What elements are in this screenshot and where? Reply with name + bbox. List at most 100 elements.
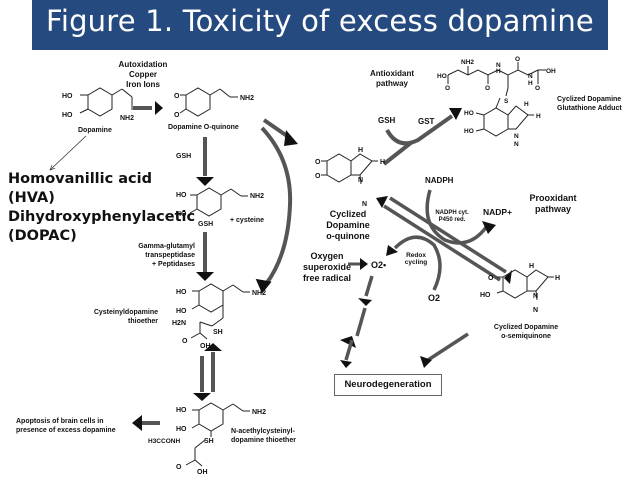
dopamine-nh2: NH2: [120, 115, 134, 122]
adduct-ho-3: HO: [464, 128, 474, 135]
superoxide-label-1: Oxygen: [310, 251, 343, 261]
dopamine-ho-2: HO: [62, 112, 73, 119]
quinone-o-2: O: [174, 112, 180, 119]
adduct-o-2: O: [485, 85, 490, 92]
sq-o: O: [488, 275, 494, 282]
antioxidant-arrow: [382, 108, 462, 166]
gsh-adduct-structure: [189, 187, 248, 217]
cyclized-quinone-structure: [321, 153, 378, 185]
enzyme-arrow: [196, 232, 214, 281]
condition-iron: Iron Ions: [126, 80, 160, 89]
quinone-label: Dopamine O-quinone: [168, 124, 239, 131]
cq-label-3: o-quinone: [326, 231, 370, 241]
enzyme-transpeptidase: transpeptidase: [145, 252, 195, 259]
n-acetyl-ho-1: HO: [176, 407, 187, 414]
gst-label: GST: [418, 117, 435, 126]
adduct-h-2: H: [528, 80, 533, 87]
n-acetyl-nh2: NH2: [252, 409, 266, 416]
cysteinyl-h2n: H2N: [172, 320, 186, 327]
metabolite-hva: Homovanillic acid: [8, 171, 152, 187]
o2-label: O2: [428, 293, 440, 303]
redox-cycle-arrow: [386, 235, 442, 291]
n-acetyl-oh: OH: [197, 469, 208, 476]
nadph-label: NADPH: [425, 176, 454, 185]
quinone-nh2: NH2: [240, 95, 254, 102]
adduct-label-2: Glutathione Adduct: [557, 105, 622, 112]
cq-label-1: Cyclized: [330, 209, 367, 219]
cysteinyl-nh2: NH2: [252, 290, 266, 297]
prooxidant-label-1: Prooxidant: [529, 193, 576, 203]
cysteinyl-label-1: Cysteinyldopamine: [94, 309, 158, 316]
adduct-label-1: Cyclized Dopamine: [557, 96, 621, 103]
adduct-h-1: H: [496, 68, 501, 75]
redox-double-arrows: [376, 196, 512, 284]
gsh-adduct-gsh: GSH: [198, 221, 213, 228]
glutathione-adduct-structure: [447, 62, 546, 137]
sq-ho: HO: [480, 292, 491, 299]
gsh-adduct-nh2: NH2: [250, 193, 264, 200]
gsh-label: GSH: [378, 116, 396, 125]
superoxide-label-2: superoxide: [303, 262, 351, 272]
oxidation-arrow: [133, 101, 163, 115]
condition-autoxidation: Autoxidation: [119, 60, 168, 69]
cq-h-2: H: [380, 159, 385, 166]
enzyme-label-2: P450 red.: [439, 217, 466, 223]
adduct-o-4: O: [535, 85, 540, 92]
cq-n-2: N: [362, 201, 367, 208]
prooxidant-label-2: pathway: [535, 204, 571, 214]
redox-label-2: cycling: [405, 259, 427, 266]
superoxide-arrow: [348, 258, 368, 270]
apoptosis-label-1: Apoptosis of brain cells in: [16, 418, 104, 425]
n-acetyl-o: O: [176, 464, 182, 471]
cq-h-1: H: [358, 147, 363, 154]
enzyme-label-1: NADPH cyt.: [435, 210, 469, 216]
sq-label-2: o-semiquinone: [501, 333, 551, 340]
n-acetyl-ho-2: HO: [176, 426, 187, 433]
adduct-n-3: N: [514, 133, 519, 140]
metabolite-dopac: Dihydroxyphenylacetic: [8, 209, 195, 225]
reversible-arrows: [193, 343, 222, 401]
superoxide-label-3: free radical: [303, 273, 351, 283]
title-banner: Figure 1. Toxicity of excess dopamine: [32, 0, 608, 50]
cysteinyl-structure: [190, 283, 250, 340]
metabolite-dopac-abbr: (DOPAC): [8, 228, 77, 244]
adduct-nh2: NH2: [461, 59, 474, 66]
cysteinyl-oh: OH: [200, 343, 211, 350]
cysteinyl-o: O: [182, 338, 188, 345]
figure-title: Figure 1. Toxicity of excess dopamine: [46, 4, 594, 38]
semiquinone-down-arrow: [420, 332, 469, 368]
enzyme-gamma-glutamyl: Gamma-glutamyl: [138, 243, 195, 250]
antioxidant-label-2: pathway: [376, 79, 409, 88]
adduct-ho-2: HO: [464, 110, 474, 117]
superoxide-down-arrows: [340, 275, 374, 368]
nadph-cycle-arrow: [425, 189, 496, 245]
o2-radical-label: O2•: [371, 260, 386, 270]
gsh-adduct-ho-2: HO: [176, 211, 187, 218]
dopamine-structure: [79, 87, 133, 117]
cysteinyl-label-2: thioether: [128, 318, 158, 325]
dopamine-label: Dopamine: [78, 127, 112, 134]
adduct-h-4: H: [536, 113, 541, 120]
adduct-n-4: N: [514, 141, 519, 148]
cq-n-1: N: [358, 177, 363, 184]
semiquinone-structure: [496, 269, 554, 301]
apoptosis-label-2: presence of excess dopamine: [16, 427, 116, 434]
metabolism-arrow: [50, 135, 87, 170]
n-acetyl-sh: SH: [204, 438, 214, 445]
n-acetyl-h3cconh: H3CCONH: [148, 438, 180, 445]
gsh-adduct-ho-1: HO: [176, 192, 187, 199]
nadp-label: NADP+: [483, 207, 512, 217]
antioxidant-label-1: Antioxidant: [370, 69, 414, 78]
neurodegeneration-box: Neurodegeneration: [334, 374, 442, 396]
sq-h-2: H: [555, 275, 560, 282]
condition-copper: Copper: [129, 70, 157, 79]
cysteinyl-ho-2: HO: [176, 308, 187, 315]
adduct-o-1: O: [445, 85, 450, 92]
n-acetyl-structure: [185, 402, 250, 467]
sq-label-1: Cyclized Dopamine: [494, 324, 558, 331]
adduct-h-3: H: [524, 101, 529, 108]
adduct-s: S: [504, 98, 509, 105]
cysteinyl-ho-1: HO: [176, 289, 187, 296]
cq-o-1: O: [315, 159, 321, 166]
cysteinyl-sh: SH: [213, 329, 223, 336]
